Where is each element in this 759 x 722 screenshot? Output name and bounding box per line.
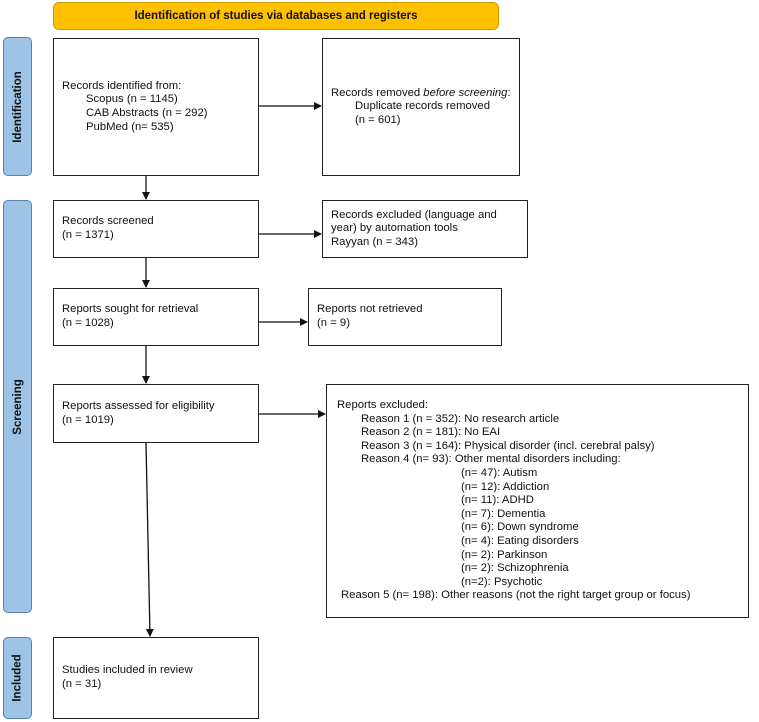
sub-reason-item: (n= 12): Addiction bbox=[461, 480, 550, 493]
box-title: Reports assessed for eligibility bbox=[62, 399, 215, 412]
studies-included-box: Studies included in review (n = 31) bbox=[53, 637, 259, 719]
records-excluded-box: Records excluded (language and year) by … bbox=[322, 200, 528, 258]
box-title: Reports excluded: bbox=[337, 399, 429, 412]
title-text: Records removed bbox=[331, 86, 424, 99]
reason-item: Reason 2 (n = 181): No EAI bbox=[361, 426, 501, 439]
reports-sought-box: Reports sought for retrieval (n = 1028) bbox=[53, 288, 259, 346]
title-colon: : bbox=[507, 86, 511, 99]
phase-identification: Identification bbox=[3, 37, 32, 176]
sub-reason-item: (n= 11): ADHD bbox=[461, 494, 534, 507]
count: (n = 1019) bbox=[62, 413, 114, 426]
sub-reason-item: (n= 6): Down syndrome bbox=[461, 521, 579, 534]
reason-item: Reason 3 (n = 164): Physical disorder (i… bbox=[361, 439, 655, 452]
box-title: Records identified from: bbox=[62, 79, 182, 92]
reports-excluded-box: Reports excluded: Reason 1 (n = 352): No… bbox=[326, 384, 749, 618]
phase-screening: Screening bbox=[3, 200, 32, 613]
count: (n = 1371) bbox=[62, 229, 114, 241]
sub-reason-item: (n= 4): Eating disorders bbox=[461, 534, 579, 547]
sub-reason-item: (n= 47): Autism bbox=[461, 467, 538, 480]
records-screened-box: Records screened (n = 1371) bbox=[53, 200, 259, 258]
reason-item: Reason 4 (n= 93): Other mental disorders… bbox=[361, 453, 621, 466]
section-header: Identification of studies via databases … bbox=[53, 2, 499, 30]
reason-item: Reason 1 (n = 352): No research article bbox=[361, 412, 560, 425]
box-title: Reports not retrieved bbox=[317, 303, 423, 316]
source-item: PubMed (n= 535) bbox=[86, 120, 174, 133]
box-title: Records screened bbox=[62, 215, 154, 228]
reports-assessed-box: Reports assessed for eligibility (n = 10… bbox=[53, 384, 259, 443]
box-title: Reports sought for retrieval bbox=[62, 303, 199, 316]
count: (n = 9) bbox=[317, 317, 350, 329]
sub-reason-item: (n= 2): Parkinson bbox=[461, 548, 548, 561]
records-identified-box: Records identified from: Scopus (n = 114… bbox=[53, 38, 259, 176]
records-removed-box: Records removed before screening: Duplic… bbox=[322, 38, 520, 176]
count: (n = 601) bbox=[355, 113, 401, 126]
arrow-assessed-to-included bbox=[145, 442, 154, 637]
detail: Duplicate records removed bbox=[355, 100, 490, 113]
box-title: Studies included in review bbox=[62, 664, 193, 677]
reports-not-retrieved-box: Reports not retrieved (n = 9) bbox=[308, 288, 502, 346]
line: Records excluded (language and bbox=[331, 208, 497, 221]
section-header-title: Identification of studies via databases … bbox=[134, 10, 418, 22]
sub-reason-item: (n= 7): Dementia bbox=[461, 507, 546, 520]
line: year) by automation tools bbox=[331, 222, 458, 235]
source-item: Scopus (n = 1145) bbox=[86, 93, 178, 106]
reason-item: Reason 5 (n= 198): Other reasons (not th… bbox=[341, 589, 691, 602]
count: (n = 31) bbox=[62, 678, 102, 690]
phase-included: Included bbox=[3, 637, 32, 719]
line: Rayyan (n = 343) bbox=[331, 235, 418, 248]
count: (n = 1028) bbox=[62, 317, 114, 329]
sub-reason-item: (n=2): Psychotic bbox=[461, 575, 543, 588]
box-title: Records removed before screening: bbox=[331, 87, 511, 101]
title-italic: before screening bbox=[423, 86, 508, 99]
source-item: CAB Abstracts (n = 292) bbox=[86, 107, 208, 119]
sub-reason-item: (n= 2): Schizophrenia bbox=[461, 562, 569, 575]
